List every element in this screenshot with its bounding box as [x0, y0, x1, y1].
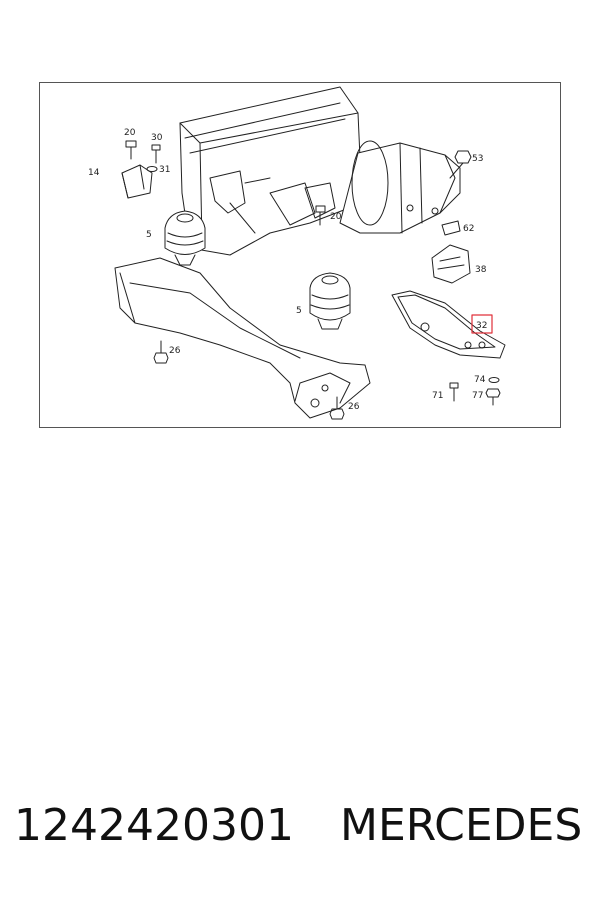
label-31: 31: [159, 165, 170, 175]
label-20-top-left: 20: [124, 128, 136, 138]
washer-74: [488, 377, 500, 383]
bolt-20-center: [315, 205, 326, 226]
bolt-77: [485, 388, 501, 406]
bolt-26-bottom: [329, 396, 345, 420]
label-77: 77: [472, 391, 483, 401]
brand-name: MERCEDES: [340, 800, 583, 851]
engine-mount-right: [309, 272, 351, 330]
clip-62: [441, 220, 461, 236]
highlight-box-32: [471, 314, 493, 334]
label-14: 14: [88, 168, 100, 178]
diagram-frame: 20 30 14 31 5 20 53 62 38 5 32 26 74 71 …: [39, 82, 561, 428]
label-53: 53: [472, 154, 483, 164]
label-5-left: 5: [146, 230, 152, 240]
transmission-mount-38: [431, 244, 471, 284]
label-26-bottom: 26: [348, 402, 360, 412]
label-20-center: 20: [330, 212, 342, 222]
engine-mount-diagram: 20 30 14 31 5 20 53 62 38 5 32 26 74 71 …: [88, 86, 506, 420]
engine-mount-left: [164, 210, 206, 266]
cross-member: [114, 257, 371, 419]
part-number: 1242420301: [14, 800, 294, 851]
bolt-20-top-left: [125, 140, 137, 160]
label-30: 30: [151, 133, 163, 143]
part-labels: 20 30 14 31 5 20 53 62 38 5 32 26 74 71 …: [88, 128, 487, 412]
transmission-bracket-32: [391, 290, 506, 359]
label-5-right: 5: [296, 306, 302, 316]
bolt-30: [151, 144, 161, 164]
bolt-26-left: [153, 340, 169, 364]
caption: 1242420301 MERCEDES: [0, 800, 600, 860]
engine-block: [179, 86, 363, 256]
bracket-14: [121, 164, 153, 199]
bolt-71: [449, 382, 459, 402]
label-38: 38: [475, 265, 487, 275]
label-71: 71: [432, 391, 443, 401]
nut-53: [449, 150, 472, 179]
label-32: 32: [476, 321, 487, 331]
washer-31: [146, 166, 158, 172]
transmission: [304, 140, 461, 234]
label-74: 74: [474, 375, 486, 385]
label-62: 62: [463, 224, 474, 234]
label-26-left: 26: [169, 346, 181, 356]
